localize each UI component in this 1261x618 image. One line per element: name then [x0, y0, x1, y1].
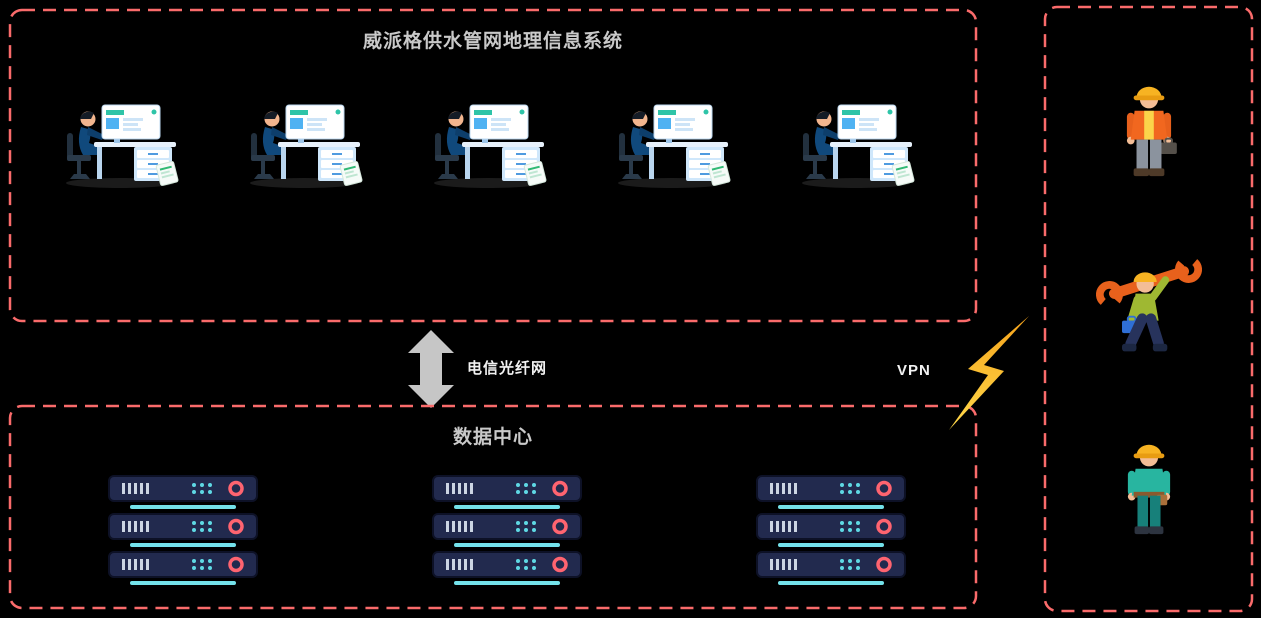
- datacenter-title: 数据中心: [452, 427, 533, 448]
- field-workers-panel: [1043, 5, 1254, 613]
- server-rack-icon: [756, 475, 906, 587]
- lightning-bolt-icon: [941, 314, 1033, 432]
- bidirectional-arrow-icon: [407, 330, 455, 408]
- server-unit-icon: [432, 475, 582, 511]
- gis-operator-workstation-icon: [60, 93, 180, 189]
- datacenter-panel: 数据中心: [8, 404, 978, 610]
- server-rack-icon: [108, 475, 258, 587]
- server-unit-icon: [756, 551, 906, 587]
- server-unit-icon: [108, 551, 258, 587]
- server-unit-icon: [108, 513, 258, 549]
- pipe-wrench-worker-icon: [1095, 255, 1203, 363]
- vpn-label: VPN: [897, 362, 931, 379]
- server-unit-icon: [756, 475, 906, 511]
- fiber-link-group: 电信光纤网: [407, 330, 547, 408]
- gis-operator-workstation-icon: [796, 93, 916, 189]
- server-rack-icon: [432, 475, 582, 587]
- fiber-network-label: 电信光纤网: [467, 359, 548, 377]
- gis-panel-title: 威派格供水管网地理信息系统: [362, 31, 623, 52]
- server-rack-row: [8, 449, 978, 587]
- server-unit-icon: [108, 475, 258, 511]
- gis-operator-workstation-icon: [612, 93, 732, 189]
- server-unit-icon: [432, 513, 582, 549]
- gis-system-panel: 威派格供水管网地理信息系统: [8, 8, 978, 323]
- server-unit-icon: [756, 513, 906, 549]
- gis-operator-workstation-icon: [244, 93, 364, 189]
- construction-worker-icon: [1101, 76, 1197, 184]
- gis-operator-workstation-icon: [428, 93, 548, 189]
- field-technician-icon: [1101, 434, 1197, 542]
- server-unit-icon: [432, 551, 582, 587]
- workstation-row: [8, 53, 978, 189]
